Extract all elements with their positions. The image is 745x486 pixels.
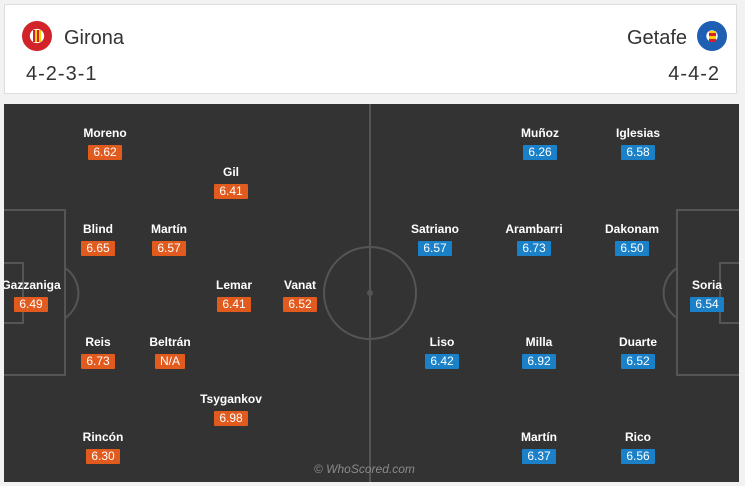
player-rating: 6.37	[522, 449, 556, 464]
player-name: Duarte	[618, 335, 657, 349]
right-penalty-arc	[662, 267, 678, 319]
player-rating: 6.52	[283, 297, 317, 312]
player-name: Gil	[222, 165, 239, 179]
away-player[interactable]: Milla 6.92	[494, 335, 584, 370]
player-rating: 6.57	[418, 241, 452, 256]
home-player[interactable]: Rincón 6.30	[58, 430, 148, 465]
player-rating: 6.98	[214, 411, 248, 426]
player-name: Martín	[521, 430, 557, 444]
left-penalty-arc	[64, 267, 80, 319]
player-name: Tsygankov	[200, 392, 262, 406]
player-name: Soria	[691, 278, 722, 292]
player-name: Reis	[85, 335, 111, 349]
away-player[interactable]: Liso 6.42	[397, 335, 487, 370]
away-player[interactable]: Rico 6.56	[593, 430, 683, 465]
away-player[interactable]: Duarte 6.52	[593, 335, 683, 370]
right-penalty-box	[676, 209, 739, 376]
center-spot	[367, 290, 373, 296]
player-rating: 6.49	[14, 297, 48, 312]
home-player[interactable]: Gazzaniga 6.49	[4, 278, 76, 313]
player-name: Arambarri	[505, 222, 563, 236]
home-player[interactable]: Reis 6.73	[53, 335, 143, 370]
player-rating: 6.73	[517, 241, 551, 256]
player-rating: 6.26	[523, 145, 557, 160]
away-player[interactable]: Soria 6.54	[662, 278, 739, 313]
home-team-name[interactable]: Girona	[64, 27, 125, 49]
player-rating: 6.56	[621, 449, 655, 464]
player-rating: 6.65	[81, 241, 115, 256]
right-goal-box	[719, 262, 739, 324]
player-rating: 6.52	[621, 354, 655, 369]
left-goal-box	[4, 262, 24, 324]
home-formation: 4-2-3-1	[26, 63, 98, 85]
center-circle	[323, 246, 417, 340]
home-player[interactable]: Vanat 6.52	[255, 278, 345, 313]
player-rating: 6.41	[214, 184, 248, 199]
player-rating: 6.62	[88, 145, 122, 160]
player-name: Lemar	[215, 278, 253, 292]
left-penalty-box	[4, 209, 66, 376]
player-rating: 6.73	[81, 354, 115, 369]
player-rating: 6.58	[621, 145, 655, 160]
match-header: Girona 4-2-3-1 Getafe 4-4-2	[4, 4, 737, 94]
player-name: Blind	[83, 222, 113, 236]
away-player[interactable]: Arambarri 6.73	[489, 222, 579, 257]
player-name: Martín	[151, 222, 187, 236]
pitch-lines	[4, 104, 739, 482]
player-name: Muñoz	[521, 126, 559, 140]
player-name: Liso	[429, 335, 455, 349]
home-player[interactable]: Gil 6.41	[186, 165, 276, 200]
home-player[interactable]: Tsygankov 6.98	[186, 392, 276, 427]
player-rating: 6.92	[522, 354, 556, 369]
player-name: Iglesias	[615, 126, 661, 140]
player-name: Rincón	[82, 430, 124, 444]
player-name: Moreno	[83, 126, 127, 140]
player-rating: 6.57	[152, 241, 186, 256]
home-player[interactable]: Martín 6.57	[124, 222, 214, 257]
player-name: Gazzaniga	[4, 278, 61, 292]
getafe-crest-icon	[697, 21, 727, 51]
player-rating: 6.42	[425, 354, 459, 369]
player-name: Vanat	[283, 278, 316, 292]
away-player[interactable]: Martín 6.37	[494, 430, 584, 465]
away-player[interactable]: Satriano 6.57	[390, 222, 480, 257]
player-rating: N/A	[154, 354, 185, 369]
player-rating: 6.30	[86, 449, 120, 464]
home-player[interactable]: Blind 6.65	[53, 222, 143, 257]
player-name: Dakonam	[604, 222, 660, 236]
player-rating: 6.41	[217, 297, 251, 312]
player-name: Satriano	[410, 222, 459, 236]
away-player[interactable]: Dakonam 6.50	[587, 222, 677, 257]
player-rating: 6.54	[690, 297, 724, 312]
home-player[interactable]: Lemar 6.41	[189, 278, 279, 313]
away-player[interactable]: Muñoz 6.26	[495, 126, 585, 161]
home-player[interactable]: Beltrán N/A	[125, 335, 215, 370]
away-team-name[interactable]: Getafe	[626, 27, 687, 49]
player-name: Milla	[525, 335, 553, 349]
watermark: © WhoScored.com	[314, 462, 415, 476]
pitch: Moreno 6.62 Gil 6.41 Blind 6.65 Martín 6…	[4, 104, 739, 482]
player-name: Rico	[624, 430, 651, 444]
girona-crest-icon	[22, 21, 52, 51]
player-rating: 6.50	[615, 241, 649, 256]
away-player[interactable]: Iglesias 6.58	[593, 126, 683, 161]
player-name: Beltrán	[149, 335, 191, 349]
away-formation: 4-4-2	[668, 63, 720, 85]
home-player[interactable]: Moreno 6.62	[60, 126, 150, 161]
